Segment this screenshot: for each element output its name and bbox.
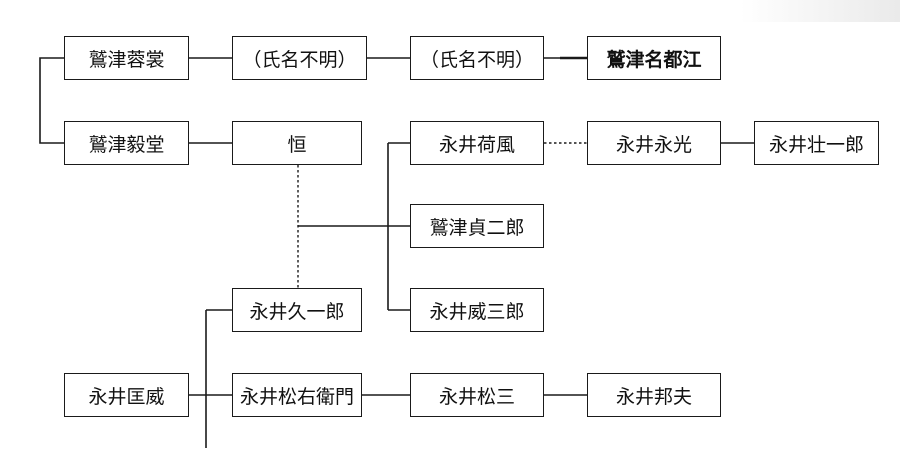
node-washizu-bakuho: 鷲津蓉裳 bbox=[64, 36, 189, 80]
node-tsune: 恒 bbox=[232, 121, 362, 165]
scan-shading bbox=[740, 0, 900, 22]
node-nagai-kyuichiro: 永井久一郎 bbox=[232, 288, 362, 332]
node-unknown-1: （氏名不明） bbox=[232, 36, 367, 80]
node-washizu-kido: 鷲津毅堂 bbox=[64, 121, 189, 165]
node-nagai-matsuzo: 永井松三 bbox=[410, 373, 544, 417]
node-washizu-teijiro: 鷲津貞二郎 bbox=[410, 204, 544, 248]
node-unknown-2: （氏名不明） bbox=[410, 36, 544, 80]
node-washizu-natoe: 鷲津名都江 bbox=[587, 36, 721, 80]
node-nagai-matsuuemon: 永井松右衛門 bbox=[232, 373, 362, 417]
node-nagai-kunio: 永井邦夫 bbox=[587, 373, 721, 417]
node-nagai-kafu: 永井荷風 bbox=[410, 121, 544, 165]
node-nagai-iisaburo: 永井威三郎 bbox=[410, 288, 544, 332]
node-nagai-soichiro: 永井壮一郎 bbox=[754, 121, 879, 165]
link-bakuho-kido bbox=[39, 57, 64, 144]
node-nagai-nagamitsu: 永井永光 bbox=[587, 121, 721, 165]
node-nagai-kunitake: 永井匡威 bbox=[64, 373, 189, 417]
